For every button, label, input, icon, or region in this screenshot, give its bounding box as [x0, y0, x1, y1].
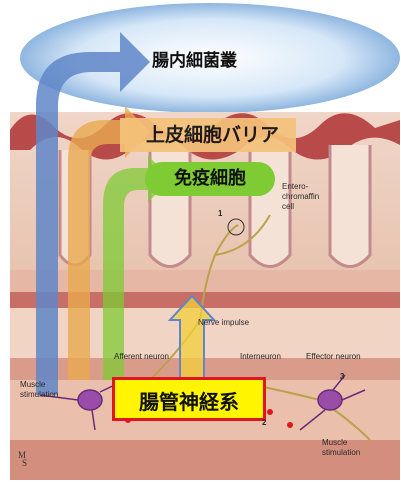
label-muscle-stim-left-1: Muscle: [20, 380, 45, 389]
label-immune-cells: 免疫細胞: [145, 162, 275, 196]
marker-1: 1: [218, 209, 222, 218]
label-muscle-stim-right-2: stimulation: [322, 448, 360, 457]
label-enterochromaffin-3: cell: [282, 202, 294, 211]
label-interneuron: Interneuron: [240, 352, 281, 361]
label-microbiota: 腸内細菌叢: [152, 46, 237, 71]
marker-3: 3: [340, 372, 344, 381]
label-afferent-neuron: Afferent neuron: [114, 352, 169, 361]
label-enterochromaffin-2: chromaffin: [282, 192, 319, 201]
label-muscle-stim-left-2: stimulation: [20, 390, 58, 399]
label-nerve-impulse: Nerve impulse: [198, 318, 249, 327]
red-dot-3: [287, 422, 293, 428]
label-enterochromaffin-1: Entero-: [282, 182, 308, 191]
label-enteric-nervous-system: 腸管神経系: [112, 377, 266, 421]
label-muscle-stim-right-1: Muscle: [322, 438, 347, 447]
svg-text:S: S: [22, 458, 27, 468]
marker-2: 2: [262, 418, 266, 427]
label-epithelial-barrier: 上皮細胞バリア: [120, 118, 296, 152]
label-effector-neuron: Effector neuron: [306, 352, 361, 361]
red-dot-2: [267, 409, 273, 415]
